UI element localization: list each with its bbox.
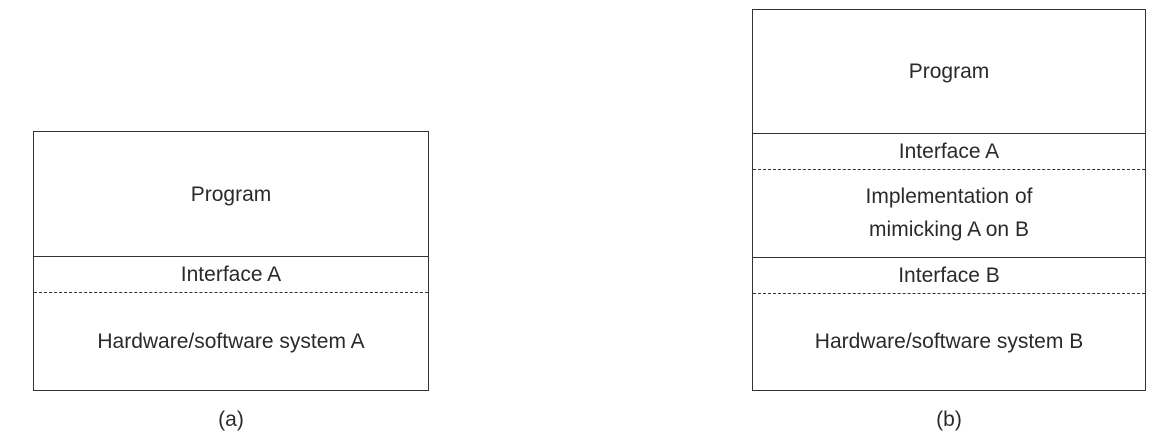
- implementation-layer: Implementation of mimicking A on B: [753, 169, 1145, 257]
- interface-a-layer-b: Interface A: [898, 139, 1000, 163]
- implementation-line-2: mimicking A on B: [869, 218, 1029, 241]
- program-layer-a: Program: [190, 182, 272, 206]
- layer-stack-b: Program Interface A Implementation of mi…: [752, 9, 1146, 391]
- implementation-line-1: Implementation of: [865, 185, 1033, 208]
- interface-a-layer: Interface A: [180, 262, 282, 286]
- dashed-divider: [753, 293, 1145, 294]
- caption-a: (a): [218, 408, 244, 431]
- system-b-layer: Hardware/software system B: [814, 330, 1084, 353]
- solid-divider: [34, 256, 428, 257]
- interface-b-layer: Interface B: [898, 263, 1000, 287]
- program-layer-b: Program: [908, 60, 990, 83]
- dashed-divider: [34, 292, 428, 293]
- solid-divider: [753, 257, 1145, 258]
- caption-b: (b): [936, 408, 962, 431]
- solid-divider: [753, 133, 1145, 134]
- system-a-layer: Hardware/software system A: [97, 329, 365, 353]
- dashed-divider: [753, 169, 1145, 170]
- layer-stack-a: Program Interface A Hardware/software sy…: [33, 131, 429, 391]
